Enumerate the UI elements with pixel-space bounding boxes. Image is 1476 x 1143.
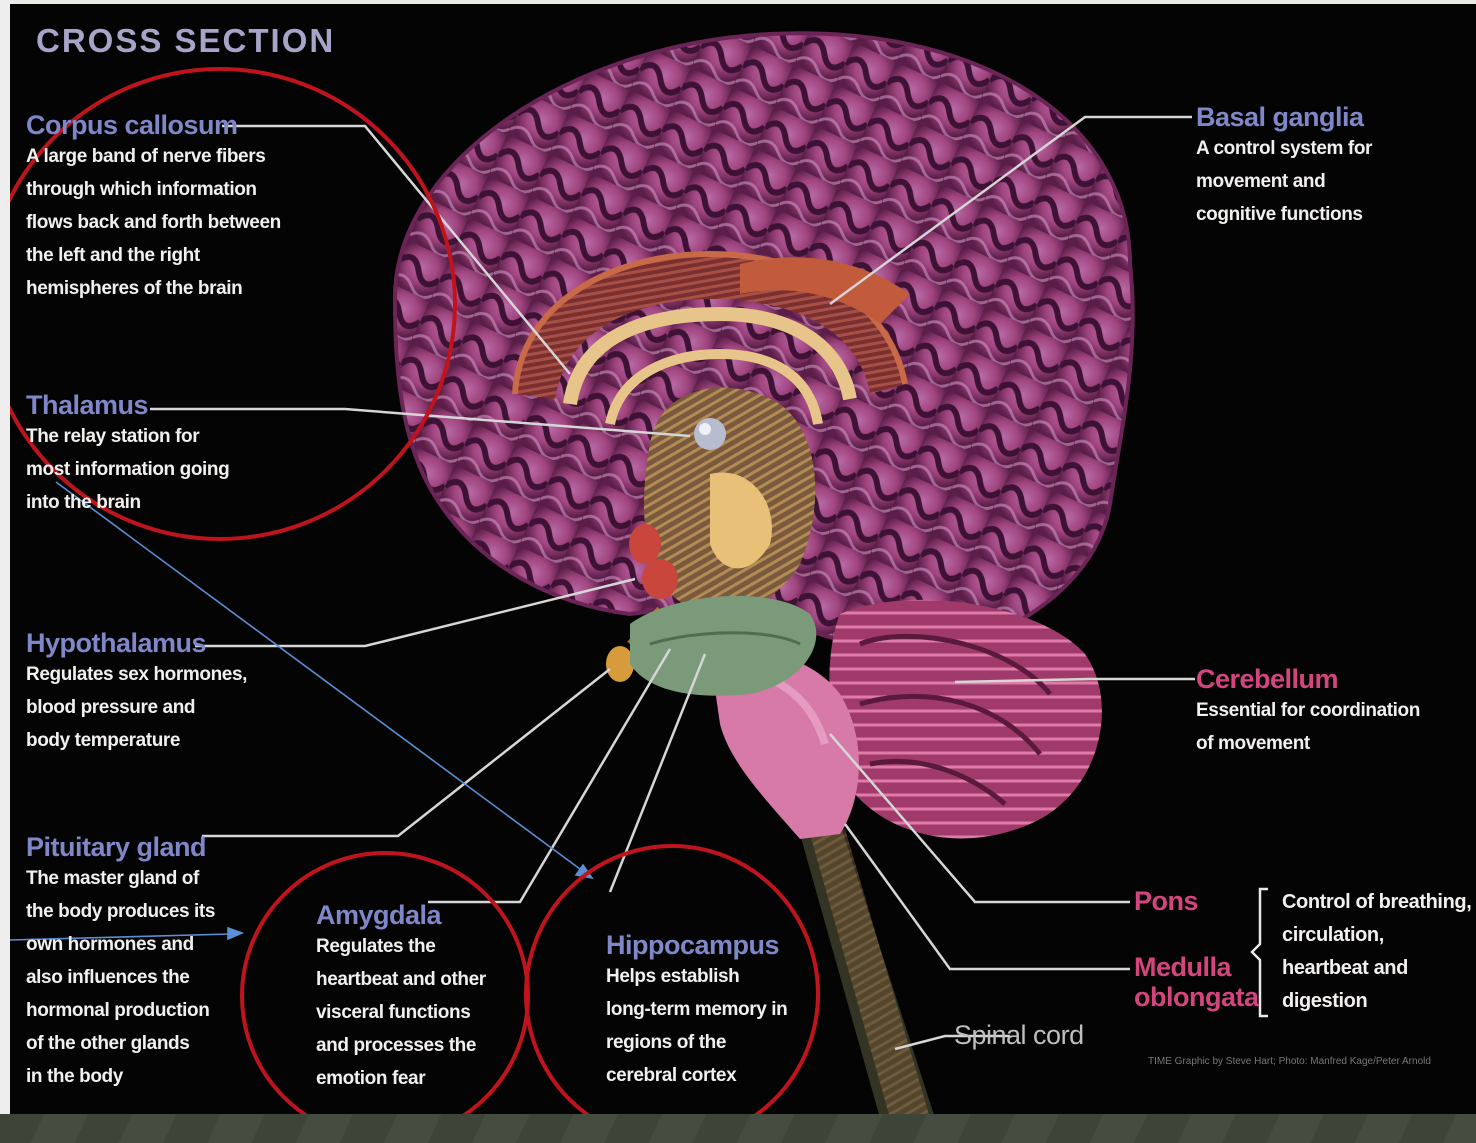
label-cerebellum: Cerebellum Essential for coordination of…: [1196, 664, 1420, 760]
label-amygdala: Amygdala Regulates the heartbeat and oth…: [316, 900, 486, 1095]
label-pituitary-gland: Pituitary gland The master gland of the …: [26, 832, 215, 1093]
cerebellum-shape: [829, 600, 1102, 839]
label-basal-ganglia: Basal ganglia A control system for movem…: [1196, 102, 1372, 231]
desc-line: The relay station for: [26, 420, 229, 453]
desc-line: heartbeat and other: [316, 963, 486, 996]
diagram-title: CROSS SECTION: [36, 22, 335, 60]
term-spinal-cord: Spinal cord: [954, 1020, 1084, 1050]
desc-line: hormonal production: [26, 994, 215, 1027]
desc-line: flows back and forth between: [26, 206, 281, 239]
desc-line: visceral functions: [316, 996, 486, 1029]
desc-line: regions of the: [606, 1026, 787, 1059]
thalamus-node: [694, 418, 726, 450]
term-amygdala: Amygdala: [316, 900, 486, 930]
desc-line: cerebral cortex: [606, 1059, 787, 1092]
desc-line: A control system for: [1196, 132, 1372, 165]
pituitary-shape: [606, 646, 634, 682]
term-medulla-line: Medulla: [1134, 952, 1259, 982]
term-pons: Pons: [1134, 886, 1198, 916]
desc-line: cognitive functions: [1196, 198, 1372, 231]
hypothalamus-shape: [629, 524, 661, 564]
desc-line: into the brain: [26, 486, 229, 519]
term-hippocampus: Hippocampus: [606, 930, 787, 960]
desc-line: most information going: [26, 453, 229, 486]
desc-line: of movement: [1196, 727, 1420, 760]
desc-line: A large band of nerve fibers: [26, 140, 281, 173]
desc-line: emotion fear: [316, 1062, 486, 1095]
term-thalamus: Thalamus: [26, 390, 229, 420]
label-hypothalamus: Hypothalamus Regulates sex hormones, blo…: [26, 628, 247, 757]
desc-line: the body produces its: [26, 895, 215, 928]
desc-line: and processes the: [316, 1029, 486, 1062]
diagram-canvas: CROSS SECTION Corpus callosum A large ba…: [10, 4, 1476, 1118]
term-medulla-line: oblongata: [1134, 982, 1259, 1012]
bottom-band: [0, 1114, 1476, 1143]
desc-line: Regulates sex hormones,: [26, 658, 247, 691]
desc-line: body temperature: [26, 724, 247, 757]
desc-line: heartbeat and: [1282, 952, 1471, 985]
desc-line: the left and the right: [26, 239, 281, 272]
desc-line: Essential for coordination: [1196, 694, 1420, 727]
label-corpus-callosum: Corpus callosum A large band of nerve fi…: [26, 110, 281, 305]
desc-line: through which information: [26, 173, 281, 206]
label-thalamus: Thalamus The relay station for most info…: [26, 390, 229, 519]
desc-line: hemispheres of the brain: [26, 272, 281, 305]
desc-line: of the other glands: [26, 1027, 215, 1060]
label-pons: Pons: [1134, 886, 1198, 916]
desc-line: digestion: [1282, 985, 1471, 1018]
desc-line: Helps establish: [606, 960, 787, 993]
desc-line: blood pressure and: [26, 691, 247, 724]
desc-line: circulation,: [1282, 919, 1471, 952]
desc-line: in the body: [26, 1060, 215, 1093]
term-pituitary-gland: Pituitary gland: [26, 832, 215, 862]
term-cerebellum: Cerebellum: [1196, 664, 1420, 694]
label-spinal-cord: Spinal cord: [954, 1020, 1084, 1050]
term-hypothalamus: Hypothalamus: [26, 628, 247, 658]
label-brainstem-function: Control of breathing, circulation, heart…: [1282, 886, 1471, 1018]
desc-line: Control of breathing,: [1282, 886, 1471, 919]
desc-line: Regulates the: [316, 930, 486, 963]
photo-credit: TIME Graphic by Steve Hart; Photo: Manfr…: [1148, 1056, 1431, 1067]
label-medulla-oblongata: Medulla oblongata: [1134, 952, 1259, 1012]
label-hippocampus: Hippocampus Helps establish long-term me…: [606, 930, 787, 1092]
desc-line: movement and: [1196, 165, 1372, 198]
desc-line: long-term memory in: [606, 993, 787, 1026]
desc-line: own hormones and: [26, 928, 215, 961]
term-corpus-callosum: Corpus callosum: [26, 110, 281, 140]
desc-line: also influences the: [26, 961, 215, 994]
desc-line: The master gland of: [26, 862, 215, 895]
term-basal-ganglia: Basal ganglia: [1196, 102, 1372, 132]
